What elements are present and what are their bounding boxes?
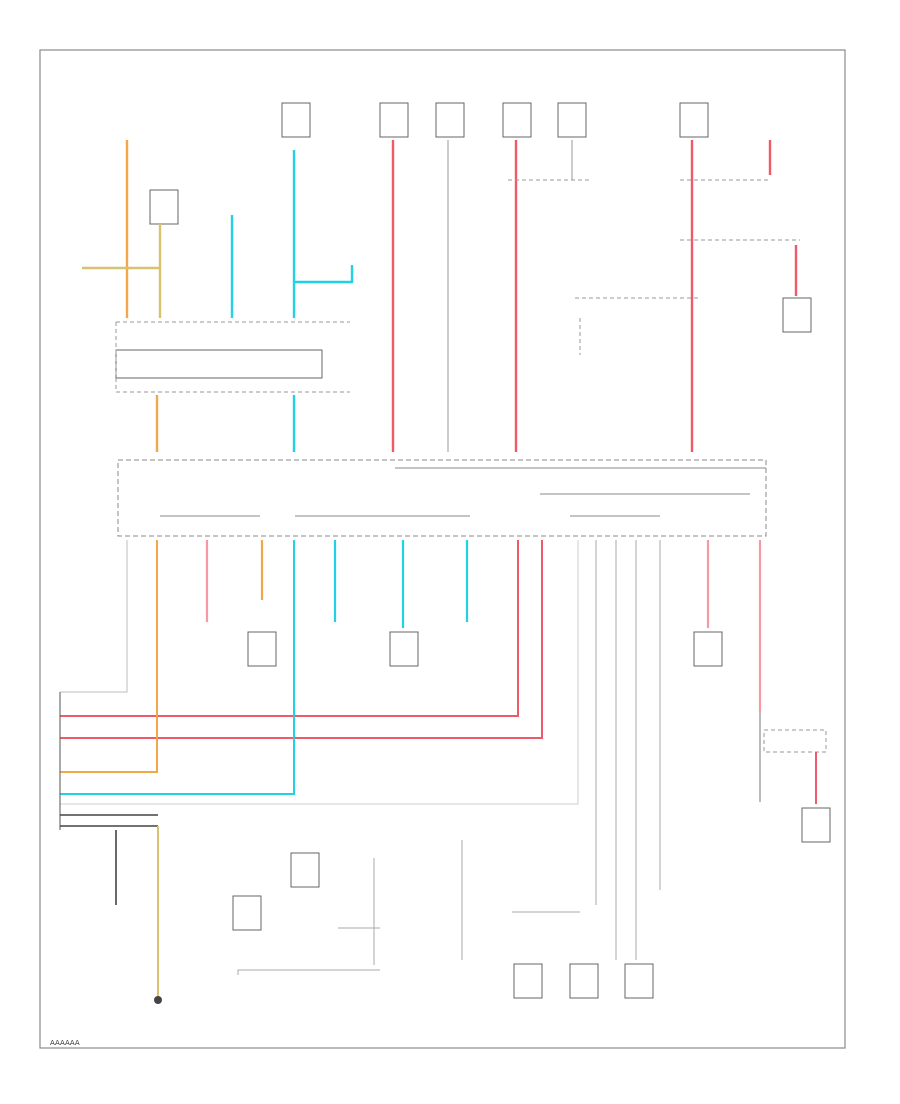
component-box [782, 297, 812, 333]
main-junction-block [117, 459, 767, 537]
upper-junction-block [115, 321, 350, 393]
wire-cyan [294, 265, 354, 284]
component-box [557, 102, 587, 138]
component-box [693, 631, 723, 667]
top-components [149, 102, 812, 333]
switch-outline [763, 729, 827, 753]
component-box [801, 807, 831, 843]
wire-red [60, 540, 543, 739]
fuse-strip [115, 349, 323, 379]
ground-point [154, 996, 162, 1004]
upper-dashes [508, 179, 800, 355]
bottom-drops [237, 540, 661, 975]
component-box [232, 895, 262, 931]
component-box [624, 963, 654, 999]
component-box [502, 102, 532, 138]
component-box [247, 631, 277, 667]
component-box [149, 189, 179, 225]
footer-code: AAAAAA [50, 1039, 80, 1047]
component-box [679, 102, 709, 138]
component-box [290, 852, 320, 888]
wire-gray [237, 969, 380, 975]
component-box [569, 963, 599, 999]
junction-outline [117, 459, 767, 537]
component-box [281, 102, 311, 138]
wire-light [60, 540, 579, 805]
component-box [435, 102, 465, 138]
harness-runs [59, 540, 579, 830]
wire-cyan [60, 540, 295, 795]
left-bottom-stack [60, 814, 162, 1004]
upper-wires [82, 140, 798, 452]
lower-wires [205, 540, 762, 712]
diagram-frame [39, 49, 846, 1049]
component-box [513, 963, 543, 999]
wire-light [60, 540, 128, 693]
wire-red [60, 540, 519, 717]
lower-components [232, 631, 831, 999]
component-box [389, 631, 419, 667]
wire-orange [60, 540, 158, 773]
lower-right-switch [759, 712, 827, 804]
component-box [379, 102, 409, 138]
